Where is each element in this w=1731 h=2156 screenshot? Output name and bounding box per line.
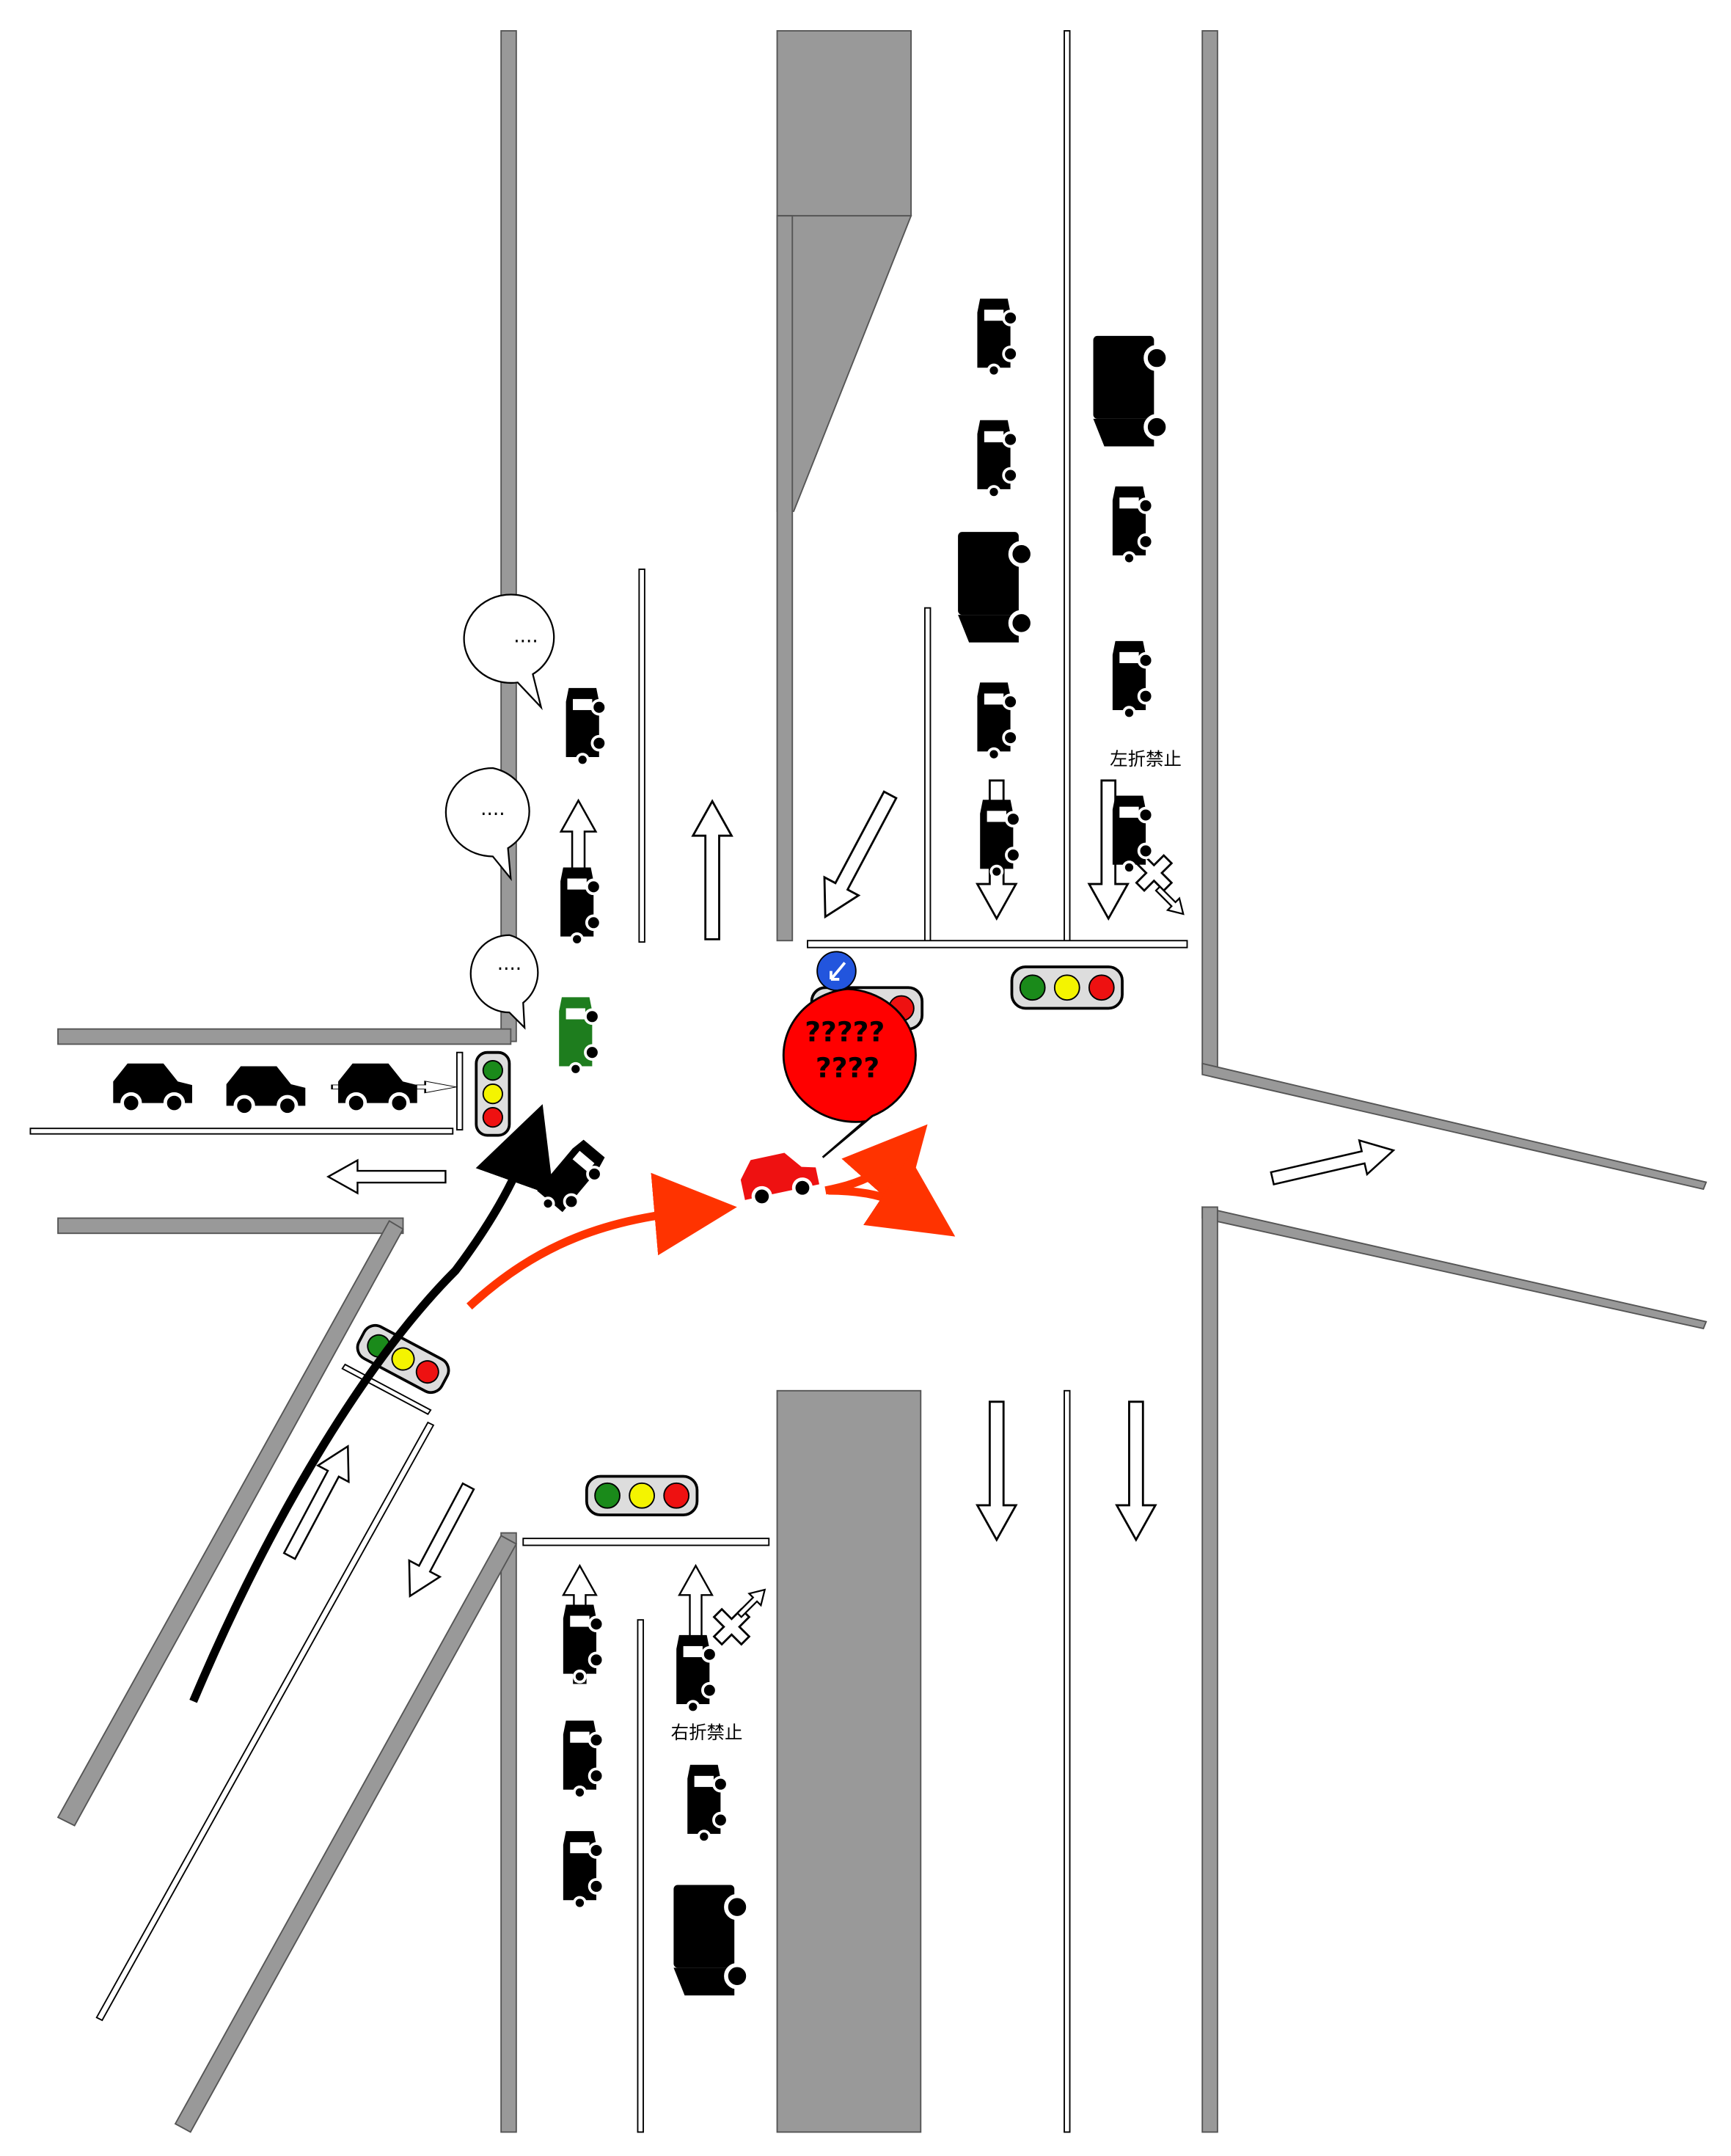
car-icon — [976, 418, 1019, 500]
no-right-turn-label: 右折禁止 — [671, 1722, 743, 1743]
car-icon — [976, 681, 1019, 761]
arrow-icon — [807, 784, 909, 927]
arrow-icon — [692, 800, 733, 940]
south-east-curb — [1201, 1206, 1218, 2133]
north-lane-line-a — [923, 607, 932, 943]
yellow-lamp — [1053, 974, 1080, 1001]
subject-option-left — [824, 1124, 928, 1214]
car-icon — [559, 866, 602, 946]
green-lamp — [594, 1482, 621, 1509]
yellow-lamp — [629, 1482, 655, 1509]
car-icon — [338, 1064, 417, 1112]
north-median-taper — [776, 215, 912, 512]
car-icon — [1110, 639, 1154, 720]
south-lane-line — [1064, 1389, 1071, 2133]
confused-bubble: ????? ???? — [782, 987, 917, 1158]
east-north-curb — [1201, 1062, 1708, 1191]
north-stop-line — [807, 940, 1188, 949]
car-icon — [561, 1830, 605, 1910]
no-left-turn-label: 左折禁止 — [1110, 748, 1182, 770]
car-icon — [564, 686, 608, 767]
north-median-top — [776, 30, 912, 217]
east-south-curb — [1201, 1206, 1708, 1330]
yellow-lamp — [482, 1084, 503, 1105]
west-stop-line — [455, 1051, 464, 1131]
no-turn-x-icon — [712, 1588, 766, 1646]
truck-icon — [1094, 336, 1168, 447]
green-lamp — [482, 1060, 503, 1081]
waiting-green-car — [557, 995, 601, 1076]
north-east-curb — [1201, 30, 1218, 1070]
car-icon — [530, 1136, 614, 1224]
south-median — [776, 1389, 922, 2133]
car-icon — [978, 798, 1022, 879]
black-path-arrow — [189, 1104, 554, 1703]
traffic-light-south — [585, 1475, 699, 1517]
thought-bubble-2: .... — [444, 767, 530, 882]
southwest-center-line — [95, 1421, 435, 2022]
truck-icon — [673, 1885, 748, 1996]
thought-text: .... — [497, 953, 522, 975]
west-south-curb — [57, 1217, 404, 1235]
green-lamp — [1019, 974, 1046, 1001]
traffic-light-north — [1010, 965, 1124, 1010]
traffic-light-west — [475, 1050, 511, 1137]
arrow-icon — [1267, 1132, 1399, 1196]
traffic-light-southwest — [356, 1323, 450, 1395]
arrow-icon — [1116, 1400, 1157, 1541]
thought-text: .... — [480, 798, 505, 820]
west-queue — [113, 1064, 417, 1115]
car-icon — [561, 1719, 605, 1799]
lane-lines — [29, 30, 1188, 2133]
subject-car — [737, 1147, 821, 1209]
confused-text-line1: ????? — [805, 1016, 885, 1048]
west-center-line — [29, 1128, 454, 1135]
arrow-icon — [976, 1400, 1017, 1541]
arrow-icon — [393, 1477, 485, 1606]
subject-path-arrow — [466, 1172, 737, 1310]
south-west-curb — [500, 1532, 517, 2133]
north-lane-line-b — [1064, 30, 1071, 943]
car-icon — [227, 1067, 306, 1115]
subject-option-straight — [828, 1155, 956, 1237]
thought-bubble-3: .... — [469, 934, 539, 1030]
car-icon — [113, 1064, 192, 1112]
north-center-line — [638, 569, 645, 943]
yellow-lamp — [391, 1347, 415, 1371]
confused-text-line2: ???? — [816, 1052, 879, 1084]
north-median-stem — [776, 215, 794, 942]
truck-icon — [958, 532, 1033, 643]
thought-text: .... — [513, 626, 538, 648]
car-icon — [686, 1763, 729, 1844]
red-lamp — [482, 1107, 503, 1128]
southwest-road-lower-curb — [174, 1535, 518, 2133]
thought-bubble-1: .... — [463, 593, 555, 711]
keep-left-sign-icon — [816, 951, 857, 991]
south-queue — [561, 1603, 748, 1996]
south-center-line — [637, 1619, 644, 2133]
car-icon — [1110, 485, 1154, 566]
car-icon — [976, 297, 1019, 378]
red-lamp — [1088, 974, 1115, 1001]
southwest-road-upper-curb — [56, 1219, 404, 1827]
car-icon — [561, 1603, 605, 1684]
west-north-curb — [57, 1028, 512, 1045]
north-west-curb — [500, 30, 517, 1042]
red-lamp — [415, 1360, 439, 1384]
car-icon — [675, 1633, 718, 1714]
south-stop-line — [522, 1538, 770, 1546]
road-curbs — [56, 30, 1708, 2133]
red-lamp — [663, 1482, 690, 1509]
arrow-icon — [327, 1159, 447, 1194]
